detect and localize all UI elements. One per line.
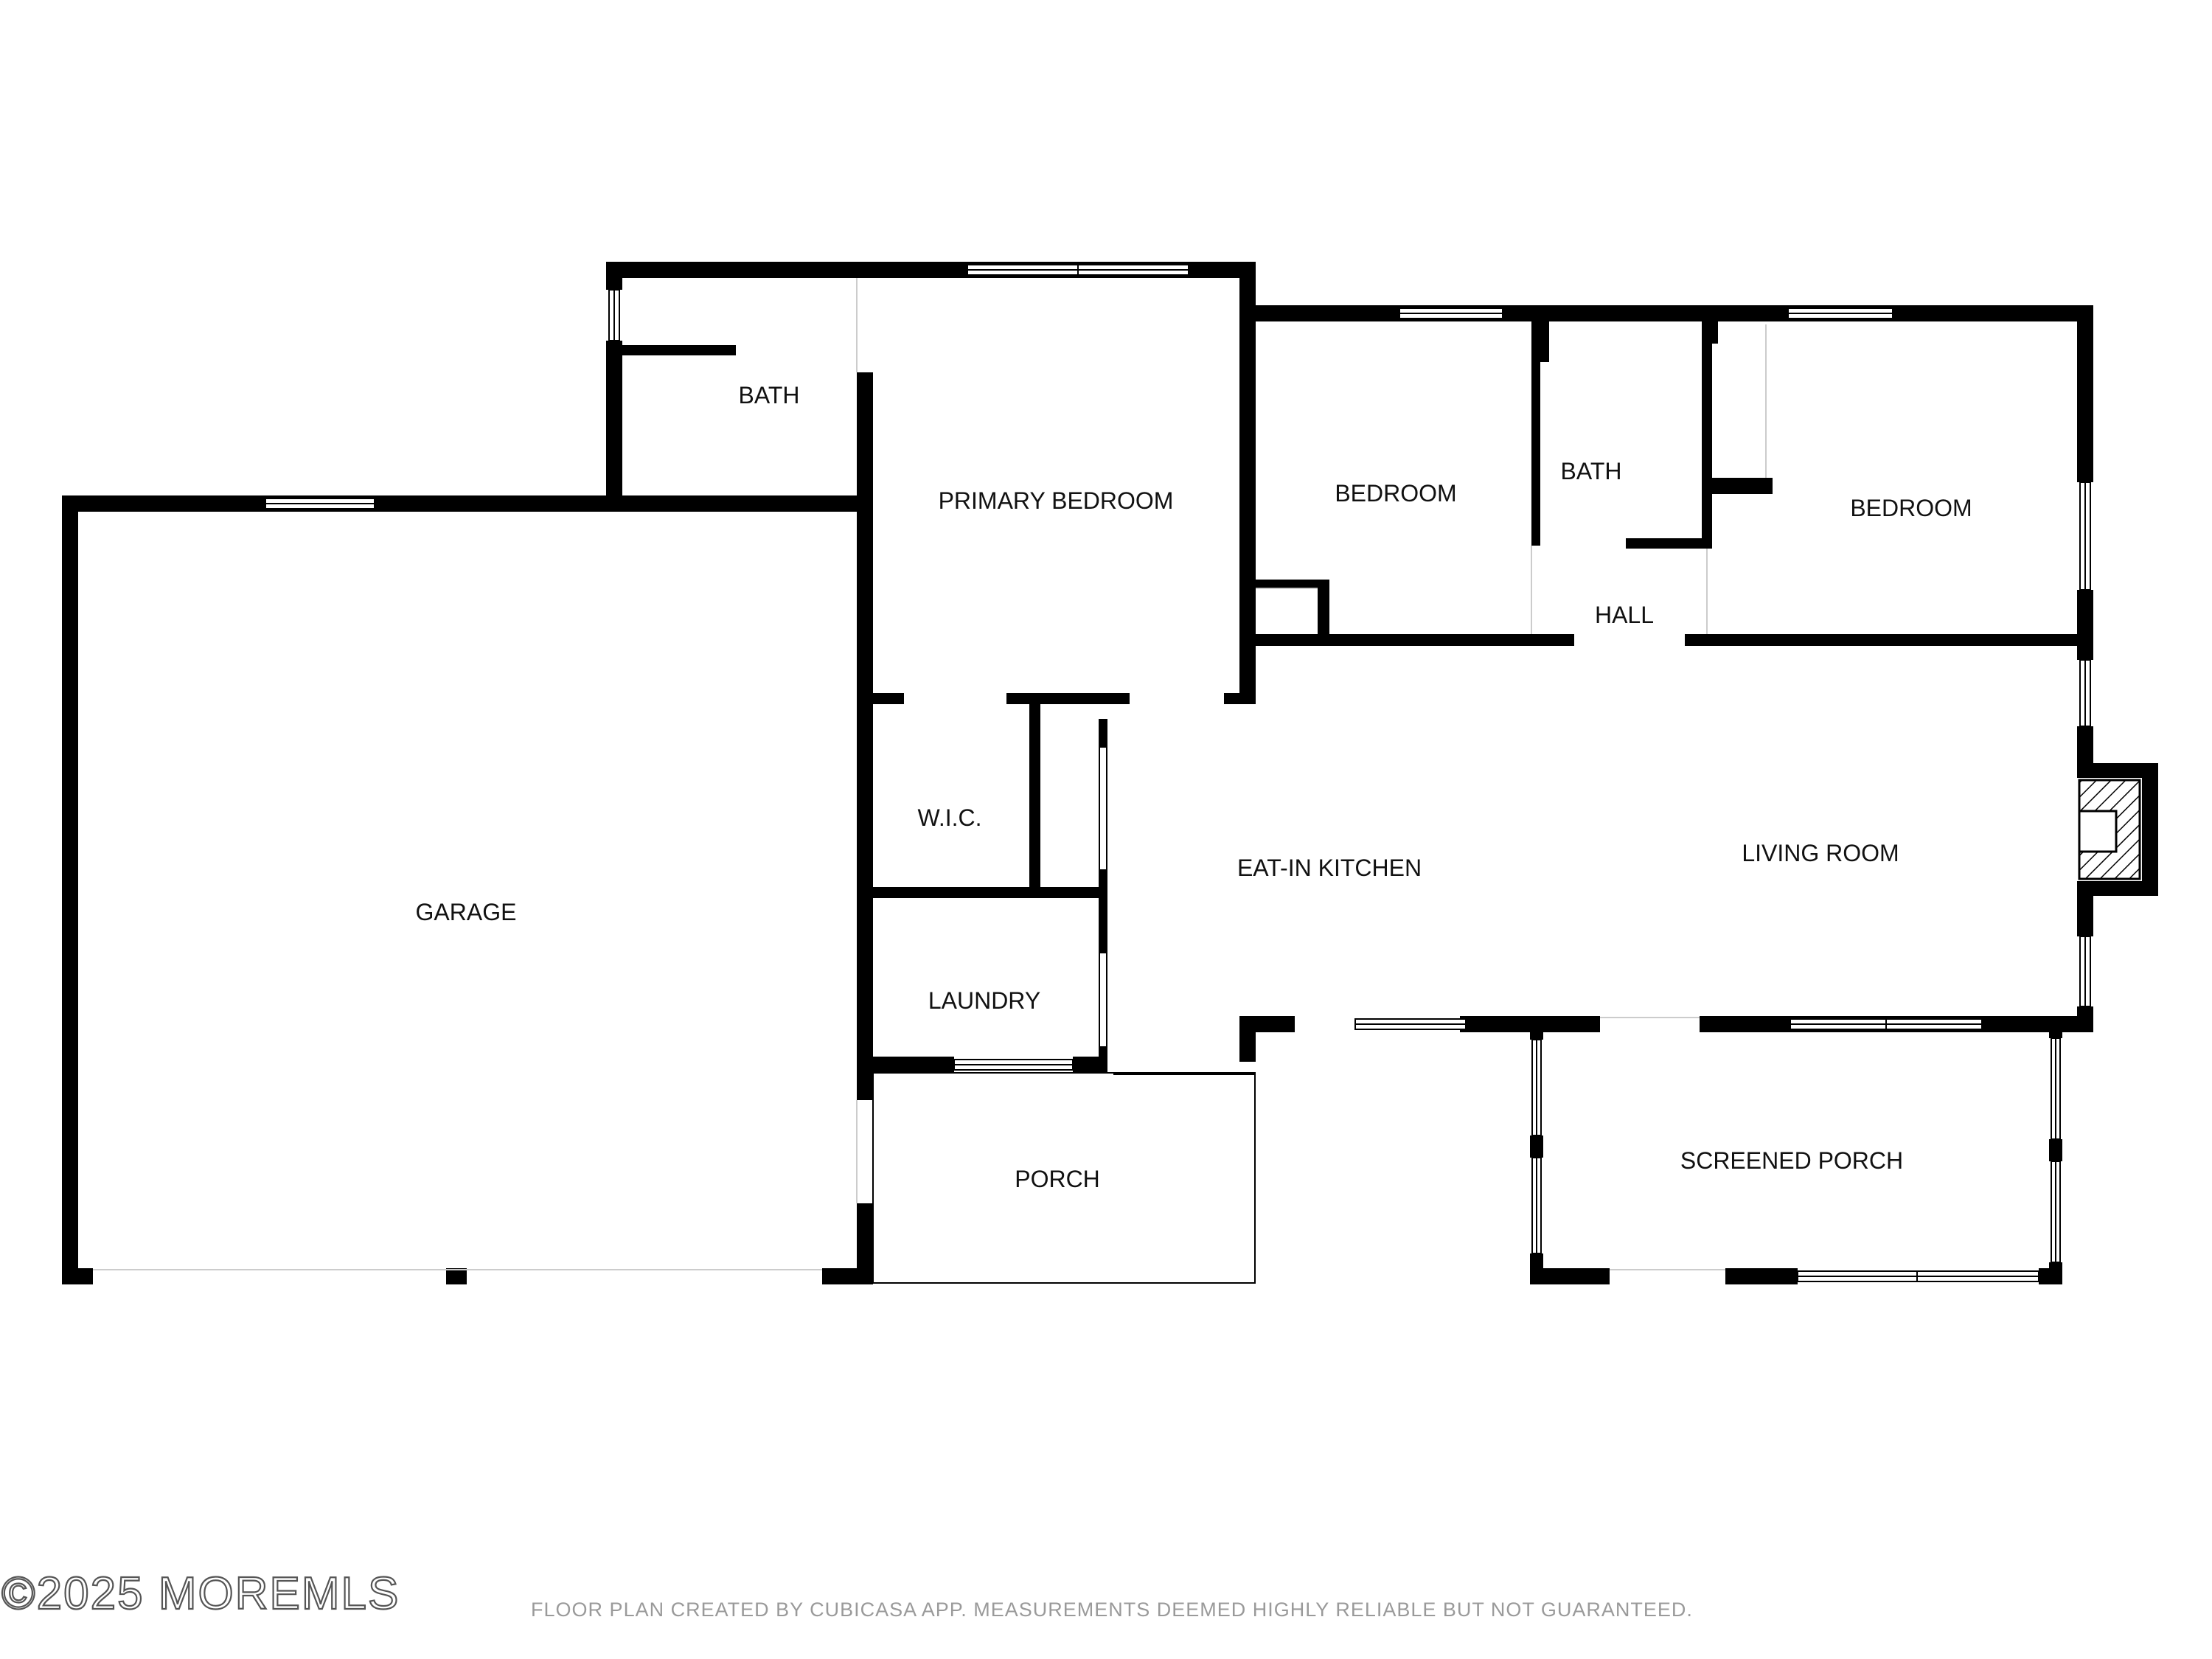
wall-bed1-hall-stub — [1540, 321, 1549, 362]
wall-bed1-closet — [1239, 580, 1329, 588]
wall-closet-bed2 — [1712, 478, 1773, 494]
disclaimer-text: FLOOR PLAN CREATED BY CUBICASA APP. MEAS… — [531, 1599, 1693, 1621]
wall-bedrooms-top — [1239, 305, 2093, 321]
window-bedroom-right-side — [2079, 481, 2091, 591]
window-living-bottom — [1790, 1018, 1983, 1030]
label-hall: HALL — [1595, 602, 1654, 628]
room-labels: BATH PRIMARY BEDROOM BEDROOM BATH BEDROO… — [416, 382, 1972, 1192]
wall-sp-left-mid — [1530, 1135, 1543, 1158]
wall-garage-bottom-left — [62, 1268, 93, 1284]
wall-house-right-mid — [2077, 590, 2093, 660]
wall-laundry-right-top — [1099, 719, 1107, 747]
window-garage-top — [265, 498, 375, 509]
window-living-right-lower — [2079, 936, 2091, 1007]
wall-bedrooms-bottom-left — [1239, 634, 1574, 646]
wall-bath-right-bottom — [857, 372, 873, 512]
wall-sp-right-top — [2049, 1025, 2062, 1038]
window-wic-right — [1099, 746, 1107, 871]
wall-wic-top — [1006, 693, 1130, 704]
wall-garage-left — [62, 495, 78, 1284]
window-primary-top — [967, 264, 1189, 276]
wall-sp-right-mid — [2049, 1139, 2062, 1161]
windows — [265, 264, 2091, 1282]
walls — [62, 262, 2158, 1284]
wall-kitchen-bottom-mid — [1460, 1016, 1600, 1032]
wall-wic-right — [1029, 693, 1040, 892]
wall-garage-top — [62, 495, 873, 512]
wall-bath2-right — [1702, 321, 1712, 546]
label-screened-porch: SCREENED PORCH — [1680, 1147, 1903, 1174]
fireplace — [2077, 778, 2142, 881]
wall-house-right-fp-bottom — [2077, 892, 2093, 936]
wall-bed1-closet-side — [1318, 580, 1329, 636]
label-laundry: LAUNDRY — [928, 987, 1040, 1014]
window-bedroom-right-top — [1787, 307, 1893, 319]
label-bedroom-middle: BEDROOM — [1335, 480, 1456, 507]
wall-house-right-top — [2077, 305, 2093, 482]
wall-bath2-right-stub — [1712, 321, 1718, 344]
window-sp-right — [2051, 1037, 2061, 1263]
wall-garage-right-lower — [857, 1203, 873, 1284]
wall-laundry-right — [1099, 870, 1107, 953]
wall-garage-bottom-mid — [446, 1268, 467, 1284]
wall-primary-bottom-left — [873, 693, 904, 704]
wall-bath-left — [606, 341, 622, 512]
thin-lines — [93, 278, 1767, 1284]
wall-bath-left-top — [606, 262, 622, 290]
wall-sp-right-bottom — [2049, 1262, 2062, 1284]
wall-laundry-bottom-right — [1073, 1057, 1107, 1073]
window-laundry-right — [1099, 952, 1107, 1048]
label-garage: GARAGE — [416, 899, 517, 925]
wall-laundry-bottom-left — [873, 1057, 954, 1073]
wall-porch-entry-left — [1239, 1016, 1256, 1062]
label-bedroom-right: BEDROOM — [1850, 495, 1972, 521]
window-laundry-bottom — [953, 1059, 1074, 1071]
wall-sp-left-top — [1530, 1032, 1543, 1040]
label-porch: PORCH — [1015, 1166, 1100, 1192]
wall-primary-right — [1239, 262, 1256, 704]
watermark-text: ©2025 MOREMLS — [1, 1568, 400, 1619]
wall-wic-laundry-divider — [873, 887, 1103, 898]
wall-bath2-hall — [1626, 538, 1712, 549]
wall-bedrooms-bottom-right — [1685, 634, 2093, 646]
window-sp-left — [1531, 1039, 1542, 1254]
label-bath-hall: BATH — [1561, 458, 1622, 484]
window-living-right-upper — [2079, 659, 2091, 727]
wall-house-right-fp-top — [2077, 726, 2093, 767]
wall-primary-bottom-right — [1224, 693, 1256, 704]
label-living-room: LIVING ROOM — [1742, 840, 1899, 866]
fireplace-firebox — [2078, 810, 2118, 853]
label-bath-primary: BATH — [739, 382, 800, 408]
window-sp-bottom — [1797, 1270, 2039, 1282]
wall-sp-bottom-right — [1725, 1268, 1798, 1284]
window-kitchen-bottom — [1354, 1018, 1467, 1030]
window-bedroom-middle-top — [1399, 307, 1503, 319]
label-wic: W.I.C. — [917, 804, 981, 831]
wall-garage-right-upper — [857, 495, 873, 1100]
label-eat-in-kitchen: EAT-IN KITCHEN — [1237, 855, 1422, 881]
wall-bath-shower — [622, 345, 736, 355]
wall-sp-bottom-left — [1530, 1268, 1610, 1284]
label-primary-bedroom: PRIMARY BEDROOM — [939, 487, 1174, 514]
window-bath-left — [608, 289, 620, 341]
porch-outline — [872, 1072, 1256, 1284]
wall-bed1-hall — [1531, 321, 1540, 546]
